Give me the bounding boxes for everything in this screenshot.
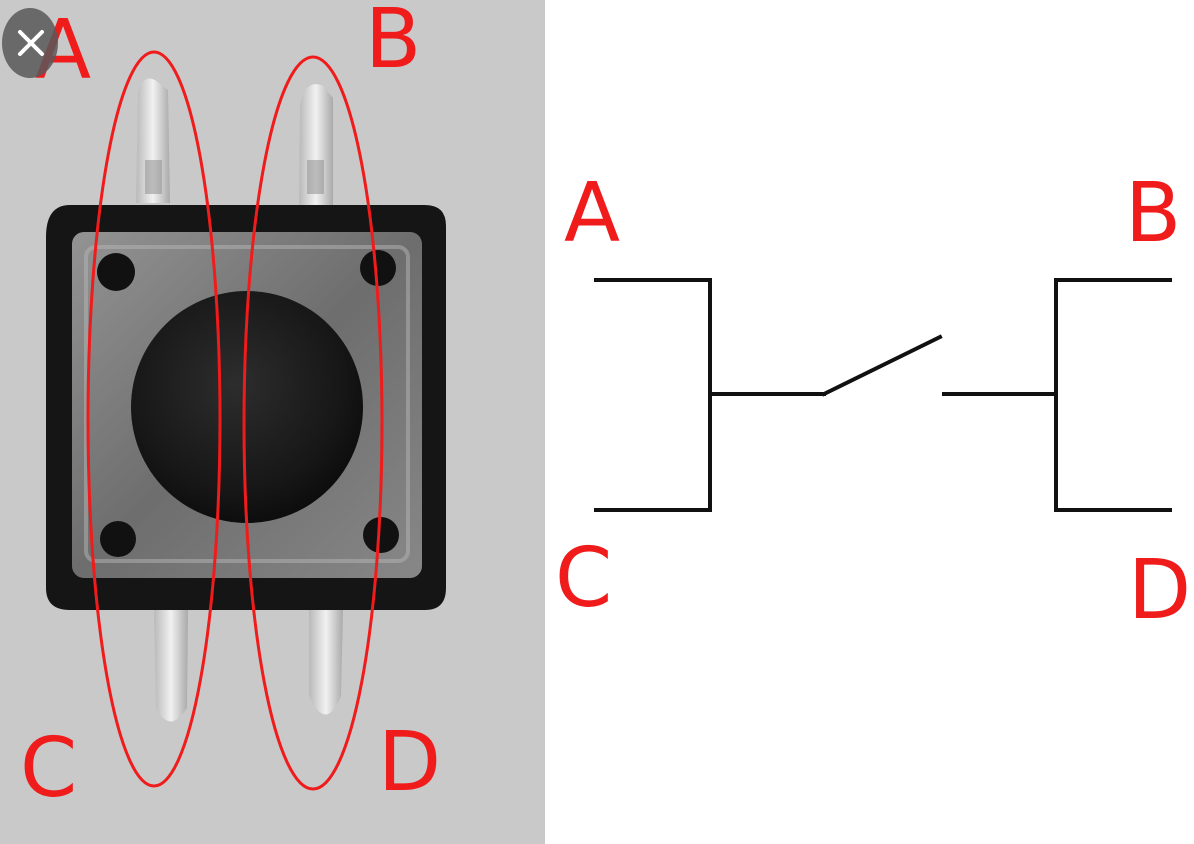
photo-labels: A B C D — [20, 0, 441, 816]
schematic-labels: A B C D — [555, 166, 1191, 638]
schematic-label-c: C — [555, 531, 612, 626]
button-cap — [131, 291, 363, 523]
close-button[interactable] — [2, 8, 58, 78]
connection-loops — [86, 50, 384, 791]
corner-dot-bottom-left — [100, 521, 136, 557]
corner-dot-bottom-right — [363, 517, 399, 553]
photo-label-c: C — [20, 721, 77, 816]
photo-label-d: D — [378, 715, 441, 810]
pin-a-marking — [145, 160, 162, 194]
photo-pins — [136, 78, 343, 722]
schematic-switch-lever — [821, 334, 943, 397]
switch-schematic — [594, 278, 1172, 512]
left-connection-loop — [86, 50, 222, 788]
schematic-label-d: D — [1128, 543, 1191, 638]
photo-label-b: B — [365, 0, 421, 87]
right-connection-loop — [242, 55, 384, 791]
schematic-label-a: A — [564, 166, 620, 261]
pin-b-marking — [307, 160, 324, 194]
corner-dot-top-left — [97, 253, 135, 291]
close-icon — [18, 30, 44, 56]
pin-d — [309, 610, 343, 715]
pushbutton-photo — [46, 205, 446, 610]
corner-dot-top-right — [360, 250, 396, 286]
button-plate-highlight — [84, 245, 410, 563]
schematic-label-b: B — [1125, 166, 1181, 261]
pin-c — [154, 610, 188, 722]
